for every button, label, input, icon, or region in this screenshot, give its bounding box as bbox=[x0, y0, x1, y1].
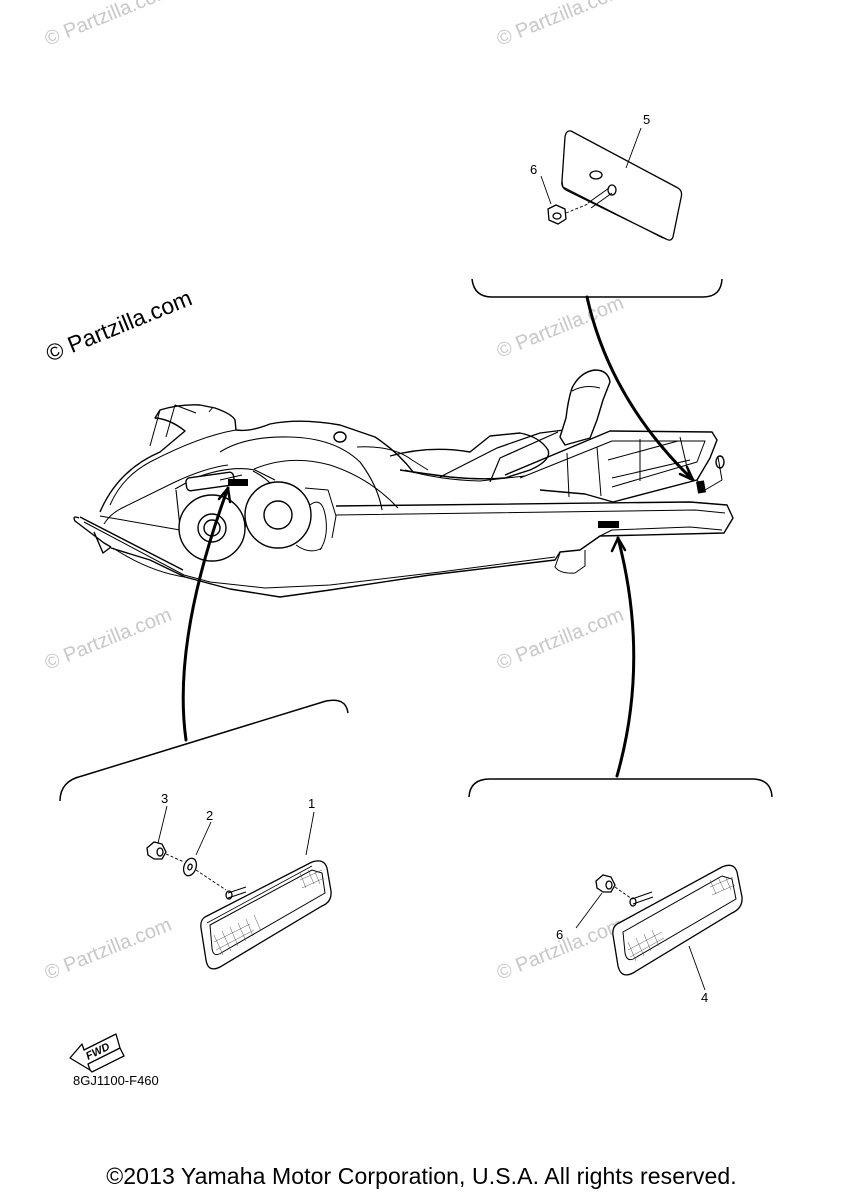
arrow-to-side bbox=[615, 536, 636, 778]
callout-6-bottom: 6 bbox=[556, 927, 563, 942]
callout-1: 1 bbox=[308, 796, 315, 811]
watermark-7: © Partzilla.com bbox=[494, 914, 627, 985]
nut-6-bottom bbox=[595, 874, 616, 893]
watermarks: © Partzilla.com © Partzilla.com © Partzi… bbox=[42, 0, 627, 985]
arrow-to-rear bbox=[585, 295, 695, 482]
watermark-6: © Partzilla.com bbox=[42, 914, 175, 985]
callout-3: 3 bbox=[161, 791, 168, 806]
watermark-1: © Partzilla.com bbox=[42, 0, 175, 51]
reflector-4 bbox=[612, 864, 743, 976]
reflector-1 bbox=[200, 860, 332, 970]
watermark-4: © Partzilla.com bbox=[42, 604, 175, 675]
detail-right-bracket bbox=[468, 778, 773, 798]
arrow-to-front bbox=[181, 486, 230, 742]
detail-left bbox=[59, 699, 349, 970]
detail-top-bracket bbox=[471, 278, 723, 298]
body-reflector-rear bbox=[598, 521, 619, 528]
indicator-arrows bbox=[181, 295, 695, 778]
reflector-plate-5 bbox=[561, 130, 683, 241]
watermark-main: © Partzilla.com bbox=[42, 284, 195, 366]
washer-2 bbox=[182, 857, 198, 877]
body-reflector-front bbox=[228, 479, 248, 486]
forward-arrow-icon: FWD bbox=[69, 1033, 125, 1073]
detail-left-bracket bbox=[59, 699, 349, 802]
watermark-5: © Partzilla.com bbox=[494, 604, 627, 675]
snowmobile-body bbox=[73, 369, 734, 598]
detail-right bbox=[468, 778, 773, 991]
watermark-2: © Partzilla.com bbox=[494, 0, 627, 51]
diagram-code: 8GJ1100-F460 bbox=[73, 1073, 159, 1088]
callout-numbers: 1 2 3 4 5 6 6 bbox=[161, 112, 708, 1005]
body-reflector-back bbox=[696, 480, 706, 494]
watermark-3: © Partzilla.com bbox=[494, 292, 627, 363]
callout-2: 2 bbox=[206, 808, 213, 823]
nut-3 bbox=[146, 841, 167, 860]
callout-6-top: 6 bbox=[530, 162, 537, 177]
nut-6-top bbox=[547, 204, 567, 225]
callout-5: 5 bbox=[643, 112, 650, 127]
copyright-notice: ©2013 Yamaha Motor Corporation, U.S.A. A… bbox=[106, 1163, 737, 1189]
detail-top bbox=[471, 127, 723, 298]
callout-4: 4 bbox=[701, 990, 708, 1005]
